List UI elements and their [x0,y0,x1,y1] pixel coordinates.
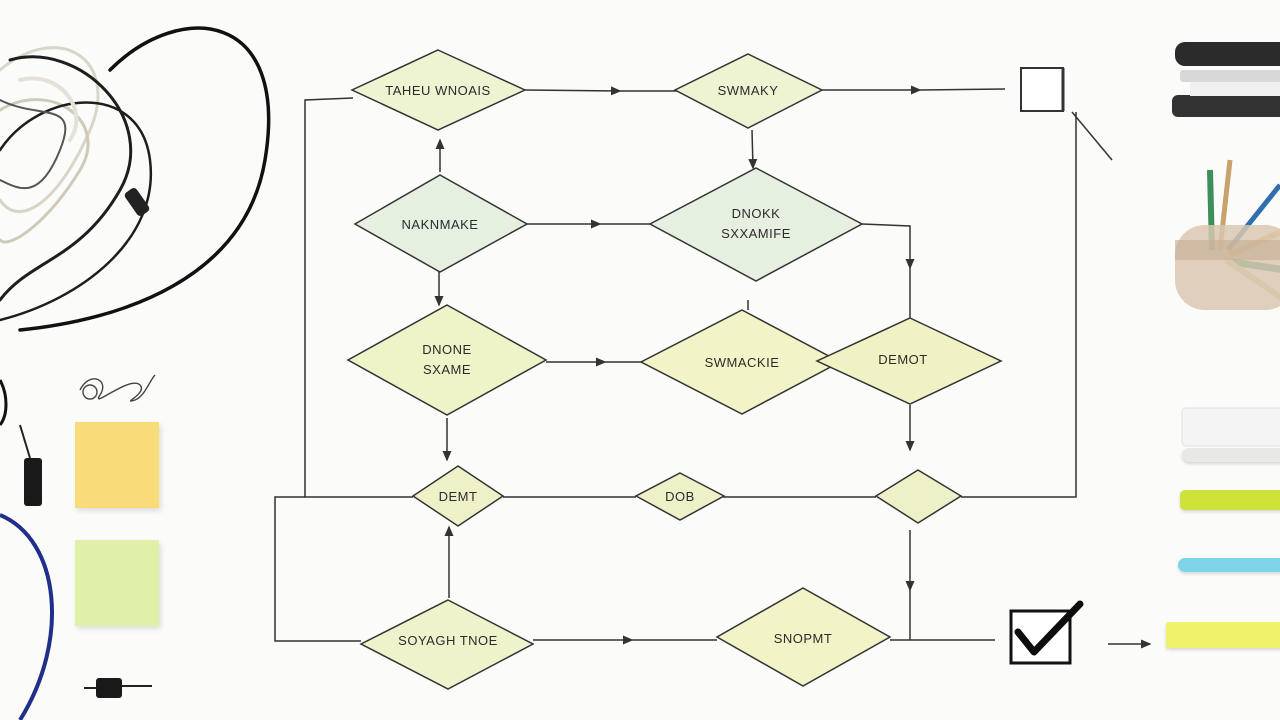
pencil-cup [1175,159,1280,310]
decision-node-5: DNONE SXAME [346,304,548,416]
decision-node-3: NAKNMAKE [353,174,529,273]
node-label: TAHEU WNOAIS [385,83,490,98]
stapler [1172,42,1280,117]
decision-node-11: SOYAGH TNOE [359,599,535,690]
black-cable [0,379,8,426]
sticky-note-green [75,540,159,626]
blue-cable [0,513,54,720]
node-label: DEMT [439,489,478,504]
node-label: DNONE [422,342,471,357]
checkbox-checked [1009,600,1084,665]
node-label: SNOPMT [774,631,833,646]
highlighter-yellow [1166,622,1280,648]
left-desk-objects [0,26,271,720]
tangled-cable [0,26,271,332]
decision-node-12: SNOPMT [715,587,892,687]
pen-blue [1178,558,1280,572]
decision-node-10 [874,469,963,524]
highlighter-lime [1180,490,1280,510]
node-label: SOYAGH TNOE [398,633,498,648]
decision-node-8: DEMT [411,465,505,527]
node-label: DOB [665,489,695,504]
decision-node-7: DEMOT [815,317,1003,405]
right-desk-objects [1172,42,1280,447]
sticky-note-yellow [75,422,159,508]
decision-node-1: TAHEU WNOAIS [350,49,527,131]
checkmark-icon [1014,600,1084,656]
small-plug [84,678,152,698]
node-label: SWMACKIE [705,355,780,370]
node-label: NAKNMAKE [402,217,479,232]
node-label: SXXAMIFE [721,226,791,241]
usb-plug [19,424,42,506]
decision-node-6: SWMACKIE [639,309,842,415]
node-label: DNOKK [732,206,781,221]
decision-node-2: SWMAKY [673,53,824,129]
decision-node-9: DOB [634,472,726,521]
node-label: SXAME [423,362,471,377]
connector-lines [274,85,1152,649]
end-box [1020,67,1065,112]
doodle-icon [79,374,156,402]
pen-white [1182,448,1280,462]
eraser [1181,407,1280,447]
node-label: DEMOT [878,352,927,367]
node-label: SWMAKY [718,83,779,98]
decision-node-4: DNOKK SXXAMIFE [648,167,864,282]
